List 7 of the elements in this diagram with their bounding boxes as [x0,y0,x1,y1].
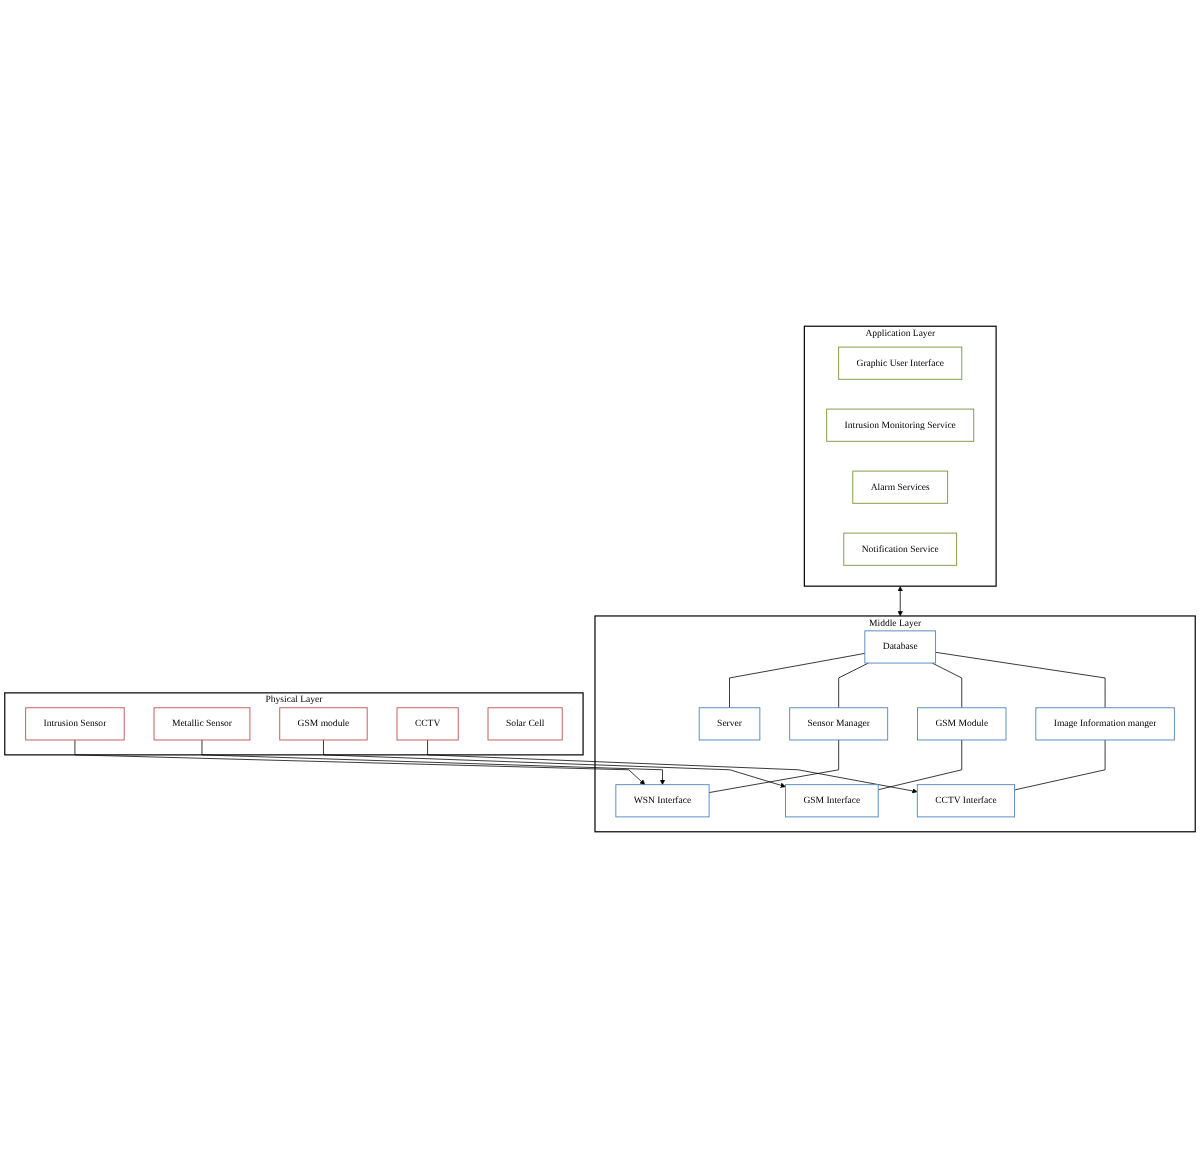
connector [838,662,869,709]
connector [877,739,963,791]
connector [1014,739,1106,791]
connector [931,662,963,709]
connector [935,651,1106,709]
connector [729,653,866,709]
connector [708,739,840,793]
